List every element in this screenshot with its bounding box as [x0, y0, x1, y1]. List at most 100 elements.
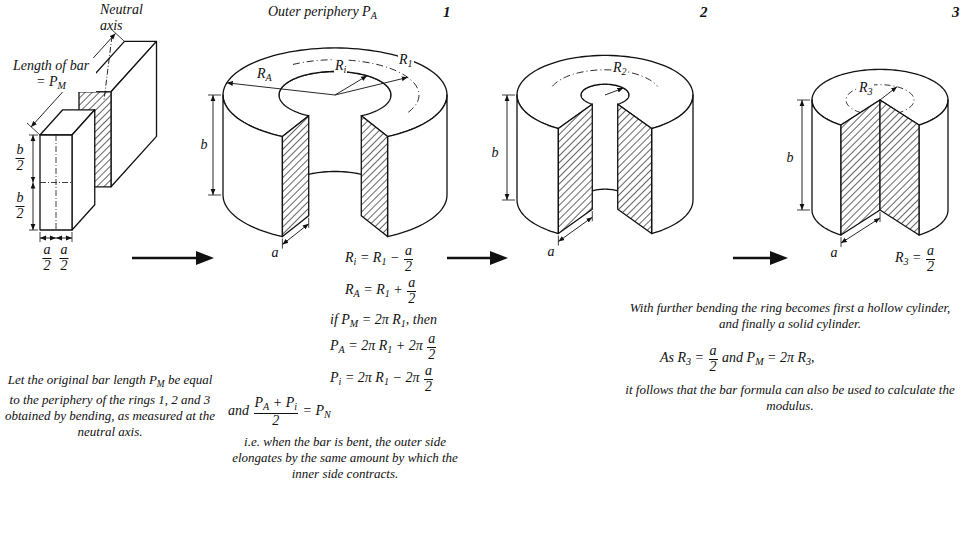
axis-label: Neutral axis [100, 2, 143, 33]
outer-wall [812, 100, 841, 235]
cross-section [880, 100, 919, 235]
formula: i [339, 376, 342, 387]
formula-group: and PA + Pi2 = PN [228, 396, 331, 428]
radius-label-group: R3 [858, 80, 874, 98]
radius-label: R [613, 60, 622, 75]
dimension-label-group: b2 [15, 191, 26, 221]
formula: 2 [425, 379, 432, 394]
extension-line [558, 236, 559, 246]
extension-line [29, 230, 38, 231]
fraction-numerator: a [926, 244, 935, 260]
formula: a [408, 275, 415, 290]
formula-group: As R3 = a2 and PM = 2π R3, [660, 344, 815, 374]
caption-text: M [157, 379, 165, 389]
dimension-label: b [492, 145, 499, 160]
cross-section [558, 104, 592, 233]
formula: 3 [686, 356, 691, 367]
dimension-line [282, 224, 308, 245]
formula: 2 [710, 359, 717, 374]
top-face [517, 55, 693, 128]
formula: i [294, 401, 297, 412]
caption-text: it follows that the bar formula can also… [625, 382, 954, 413]
outer-wall [223, 95, 282, 237]
fraction-denominator: 2 [16, 159, 25, 174]
formula: a [710, 343, 717, 358]
radius-line [605, 88, 623, 95]
caption-text-group: it follows that the bar formula can also… [625, 382, 955, 414]
bar-side-face [111, 41, 157, 186]
process-arrow [132, 251, 214, 265]
fraction-denominator: 2 [424, 380, 433, 395]
dimension-label-group: b [786, 150, 795, 166]
extension-line [308, 218, 309, 228]
dimension-line [33, 183, 34, 231]
fraction: a2 [60, 243, 69, 273]
solid-cylinder-figure [797, 69, 948, 247]
formula-group: if PM = 2π R1, then [330, 312, 437, 330]
dimension-label: b [17, 190, 24, 205]
dimension-label-group: a2 [59, 243, 70, 273]
fraction: a2 [709, 344, 718, 374]
extension-line [797, 210, 810, 211]
formula: + [390, 282, 406, 297]
formula: 1 [381, 256, 386, 267]
dimension-label: a [44, 242, 51, 257]
radius-label: 3 [868, 86, 873, 97]
formula: − 2π [389, 370, 423, 385]
extension-line [502, 200, 515, 201]
formula: As R [660, 350, 686, 365]
center-line [40, 182, 72, 183]
fraction-denominator: 2 [709, 360, 718, 375]
formula: 1 [387, 344, 392, 355]
formula: = [691, 350, 707, 365]
bar-side-face [72, 110, 95, 230]
cross-section [361, 116, 387, 237]
fraction: PA + Pi2 [254, 396, 299, 428]
dimension-label: b [201, 137, 208, 152]
fraction-numerator: a [407, 276, 416, 292]
dimension-label-group: b2 [15, 143, 26, 173]
cross-section [282, 116, 308, 237]
arrow-head [770, 251, 788, 265]
dimension-line [56, 238, 72, 239]
caption-text-group: Let the original bar length PM be equal … [3, 372, 217, 440]
caption-text-group: With further bending the ring becomes fi… [620, 300, 960, 332]
radius-label: A [266, 72, 272, 83]
radius-label-group: Ri [334, 58, 347, 76]
dimension-label: 2 [17, 158, 24, 173]
process-arrow [733, 251, 788, 265]
formula: = R [356, 250, 381, 265]
extension-line [502, 95, 515, 96]
fraction-denominator: 2 [407, 292, 416, 307]
outer-wall [388, 95, 447, 237]
dimension-label-group: Length of bar = PM [6, 58, 96, 92]
formula: a [405, 243, 412, 258]
dimension-label: 2 [61, 258, 68, 273]
radius-line [335, 76, 367, 95]
formula: 3 [806, 356, 811, 367]
dimension-label: a [831, 245, 838, 260]
formula-group: Ri = R1 − a2 [345, 244, 414, 274]
dimension-label: b [17, 142, 24, 157]
radius-label: 1 [408, 58, 413, 69]
extension-line [282, 239, 283, 249]
dimension-label-group: a [547, 244, 556, 260]
dimension-line [558, 217, 592, 241]
formula: = 2π R [764, 350, 807, 365]
outer-wall [919, 100, 948, 235]
radius-line [880, 87, 897, 100]
extension-line [880, 212, 881, 222]
figure-number: 3 [952, 4, 960, 20]
fraction-numerator: a [424, 364, 433, 380]
periphery-label: A [371, 10, 377, 21]
fraction-denominator: 2 [43, 259, 52, 274]
radius-label: R [859, 80, 868, 95]
formula: a [428, 331, 435, 346]
caption-text: i.e. when the bar is bent, the outer sid… [232, 434, 458, 481]
fraction-denominator: 2 [16, 207, 25, 222]
top-face [223, 48, 447, 137]
fraction: a2 [43, 243, 52, 273]
fraction: b2 [16, 191, 25, 221]
neutral-axis [552, 70, 657, 87]
fraction-numerator: b [16, 143, 25, 159]
